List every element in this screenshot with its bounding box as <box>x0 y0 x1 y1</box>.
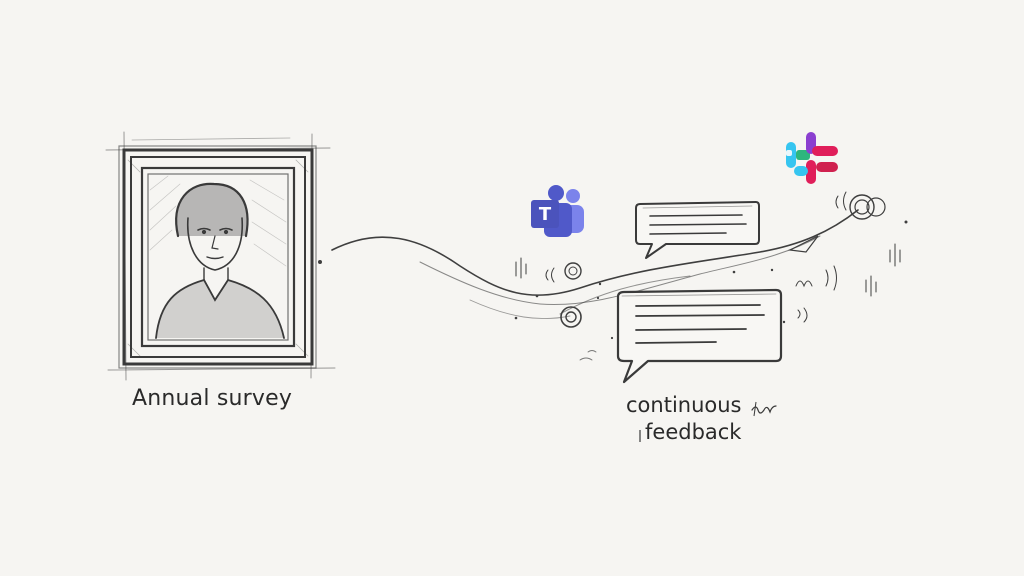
teams-logo-letter: T <box>539 204 552 225</box>
feedback-label: feedback <box>645 420 742 444</box>
continuous-label: continuous <box>626 393 742 417</box>
teams-logo-icon: T <box>531 185 584 237</box>
annual-survey-label: Annual survey <box>132 386 293 411</box>
framed-portrait-icon <box>105 131 336 381</box>
chat-bubble-icon <box>616 288 783 384</box>
scribble-mark <box>753 401 757 417</box>
flow-lines <box>318 191 908 361</box>
scribble-mark <box>751 405 777 414</box>
chat-bubble-icon <box>635 201 760 259</box>
slack-logo-icon <box>786 132 838 184</box>
